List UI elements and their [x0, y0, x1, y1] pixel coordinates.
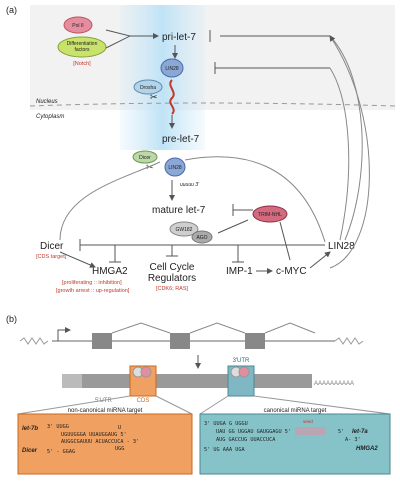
cds-target-label: [CDS target]: [36, 254, 67, 260]
gw182-ellipse: [169, 221, 199, 237]
seed-highlight: [295, 427, 325, 435]
c-five-prime: 5': [338, 429, 344, 435]
zoom-left-1: [17, 395, 131, 415]
mrna-5utr-block: [62, 374, 82, 388]
hairpin-rna: [169, 79, 175, 115]
gw182-label: GW182: [176, 227, 193, 233]
growth-label: [growth arrest :: up-regulation]: [56, 288, 130, 294]
nc-seq-line3: AUGGCGAUUU ACUACCUCA - 3': [61, 439, 139, 445]
exon-2: [170, 333, 190, 349]
diff-factors-ellipse: [57, 36, 107, 58]
cmyc-feedback-curve: [329, 35, 370, 269]
zoom-left-2: [155, 395, 193, 415]
uuuu-label: uuuuu 3': [180, 182, 200, 188]
cds-label: CDS: [137, 398, 150, 404]
drosha-label: Drosha: [140, 85, 156, 91]
panel-a-label: (a): [6, 5, 17, 15]
canon-box: [199, 413, 391, 475]
imp1-label: IMP-1: [226, 266, 253, 277]
c-seq-line4: A- 3': [345, 437, 361, 443]
zoom-right-1: [199, 395, 229, 415]
cmyc-label: c-MYC: [276, 266, 307, 277]
scissors-icon: ✂: [150, 92, 158, 102]
scissors-icon-2: ✂: [146, 162, 154, 172]
lin28-pre-curve: [184, 156, 326, 243]
lin28-top-label: LIN28: [165, 66, 179, 72]
lin28-feedback-curve-1: [329, 35, 363, 241]
lin28-mid-ellipse: [164, 157, 186, 177]
dicer-processing-curve: [59, 161, 161, 241]
lin28-top-ellipse: [160, 58, 184, 78]
risc-cds-2: [140, 366, 152, 378]
prolif-label: [proliferating :: inhibition]: [62, 280, 122, 286]
dna-squiggle-right: [334, 337, 364, 345]
hmga2-label: HMGA2: [92, 266, 128, 277]
cell-cycle-line1: Cell Cycle: [149, 262, 194, 273]
nuclear-membrane: [29, 102, 396, 107]
lin28-right-label: LIN28: [328, 241, 355, 252]
noncanon-title: non-canonical miRNA target: [68, 408, 143, 414]
diff-factors-line2: factors: [74, 47, 90, 53]
let7a-label: let-7a: [352, 429, 368, 435]
ago-label: AGO: [196, 235, 207, 241]
intron-1: [111, 322, 171, 334]
pol2-label: Pol II: [72, 23, 83, 29]
nucleus-label: Nucleus: [36, 99, 58, 105]
lin28-mid-label: LIN28: [168, 165, 182, 171]
dna-squiggle-left: [19, 337, 49, 345]
trim-cmyc-line: [279, 221, 291, 261]
cell-cycle-line2: Regulators: [148, 273, 196, 284]
intron-2: [189, 322, 246, 334]
nc-mid-bot: UGG: [115, 446, 124, 452]
exon-1: [92, 333, 112, 349]
cmyc-lin28-arrow: [309, 251, 331, 269]
nc-seq-line4: 5' - GGAG: [47, 449, 75, 455]
dicer-small-label: Dicer: [139, 155, 151, 161]
cytoplasm-label: Cytoplasm: [36, 114, 64, 120]
tss-arrow: [57, 327, 71, 341]
noncanon-box: [17, 413, 193, 475]
dicer-seq-label: Dicer: [22, 448, 38, 454]
intron-3: [264, 322, 316, 334]
risc-utr-2: [238, 366, 250, 378]
panel-b-label: (b): [6, 314, 17, 324]
pri-let7-label: pri-let-7: [162, 32, 196, 43]
ago-ellipse: [191, 230, 213, 244]
seed-label: seed: [303, 419, 313, 424]
trim-ago-link: [217, 219, 249, 234]
c-seq-line5: 5' UG AAA UGA: [204, 447, 245, 453]
utr3-label: 3'UTR: [233, 358, 250, 364]
nc-seq-line1: 3' UUGG: [47, 424, 69, 430]
canon-title: canonical miRNA target: [264, 408, 327, 414]
nc-seq-line2: UGUUGGGA UUAUGGAUG 5': [61, 432, 127, 438]
trim-nhl-ellipse: [252, 205, 288, 223]
utr5-label: 5'UTR: [95, 398, 112, 404]
exon-3: [245, 333, 265, 349]
diff-factors-line1: Differentiation: [67, 41, 98, 47]
notch-label: [Notch]: [73, 61, 91, 67]
zoom-right-2: [253, 395, 391, 415]
let7b-label: let-7b: [22, 426, 38, 432]
c-seq-line3: AUG GACCUG UUACCUCA: [216, 437, 276, 443]
c-seq-line2: UAU GG UGGAU GAUGGAGU 5': [216, 429, 291, 435]
polya-label: AAAAAAAAAA: [314, 381, 354, 387]
dicer-small-ellipse: [132, 150, 158, 164]
pre-let7-label: pre-let-7: [162, 134, 200, 145]
dicer-label: Dicer: [40, 241, 64, 252]
lin28-feedback-curve-2: [329, 67, 350, 241]
dicer-hmga2-arrow: [59, 251, 96, 268]
drosha-ellipse: [133, 79, 163, 95]
nc-mid-top: U: [118, 425, 121, 431]
cdk6-label: [CDK6; RAS]: [156, 286, 189, 292]
light-band: [120, 5, 205, 150]
trim-nhl-label: TRIM-NHL: [258, 212, 282, 218]
pol2-ellipse: [63, 16, 93, 34]
hmga2-seq-label: HMGA2: [356, 446, 378, 452]
mrna-body: [82, 374, 312, 388]
mature-let7-label: mature let-7: [152, 205, 206, 216]
c-seq-line1: 3' UUGA G UGGU: [204, 421, 248, 427]
